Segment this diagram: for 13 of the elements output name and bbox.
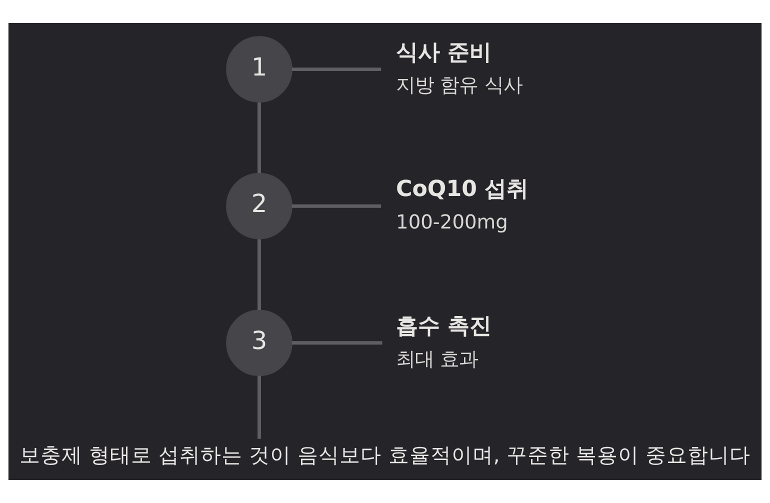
connector [258, 102, 261, 174]
node-circle: 1 [226, 36, 292, 102]
connector [292, 68, 382, 72]
connector [258, 376, 261, 439]
node-circle: 3 [226, 310, 292, 376]
node-circle: 2 [226, 172, 292, 240]
connector [292, 341, 382, 345]
node-text: CoQ10 섭취 100-200mg [396, 176, 529, 234]
node-text: 흡수 촉진 최대 효과 [396, 312, 492, 370]
node-text: 식사 준비 지방 함유 식사 [396, 39, 522, 97]
connector [292, 204, 382, 208]
caption: 보충제 형태로 섭취하는 것이 음식보다 효율적이며, 꾸준한 복용이 중요합니다 [19, 443, 751, 468]
connector [258, 239, 261, 310]
